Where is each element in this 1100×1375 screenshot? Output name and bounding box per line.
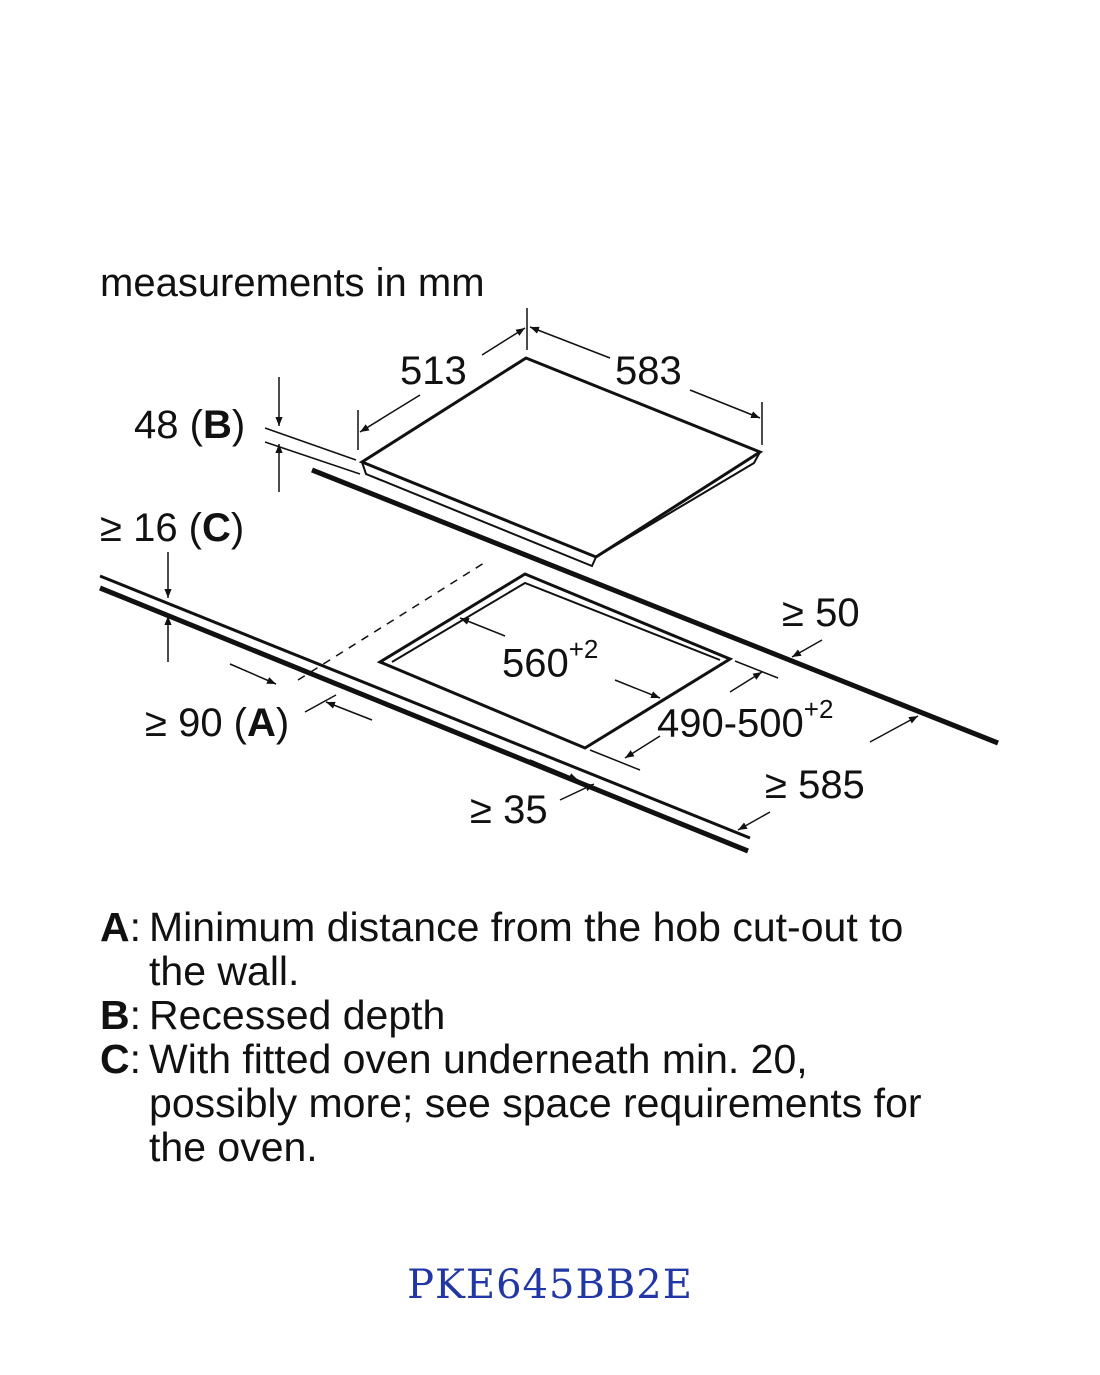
legend-key: B <box>100 992 130 1038</box>
recess-depth-key: B <box>202 403 232 447</box>
projection-line <box>297 562 485 681</box>
cutout-depth-tolerance: +2 <box>803 694 834 724</box>
dim-585-arrow-bottom <box>737 811 771 831</box>
legend-separator: : <box>129 1036 142 1082</box>
label-rear-distance: ≥ 50 <box>782 591 860 635</box>
cutout-width-tolerance: +2 <box>568 634 599 664</box>
dim-490-ext-right <box>734 660 779 679</box>
cutout-depth-value: 490-500 <box>657 701 804 746</box>
legend-separator: : <box>129 992 142 1038</box>
cutout-inner-edge <box>391 581 721 663</box>
dim-583-arrow-right <box>689 389 761 419</box>
wall-line-upper <box>99 574 751 840</box>
legend-entry-b: B: Recessed depth <box>100 993 929 1037</box>
hob-thickness <box>361 461 597 568</box>
label-recess-depth: 48 (B) <box>134 403 246 447</box>
worktop-back-edge <box>311 467 999 746</box>
legend-text: Recessed depth <box>149 992 446 1038</box>
label-hob-depth: 513 <box>400 349 467 393</box>
wall-distance-key: A <box>247 701 276 745</box>
dim-490-arrow-top <box>729 671 763 693</box>
label-cutout-width: 560+2 <box>502 636 598 686</box>
oven-gap-value: ≥ 16 <box>100 506 178 550</box>
dim-560-arrow-right <box>614 679 661 699</box>
dim-513-arrow-left <box>359 394 421 433</box>
dim-90-arrow-left <box>229 663 277 685</box>
legend-key: C <box>100 1036 130 1082</box>
dim-585-arrow-top <box>869 715 919 743</box>
units-caption: measurements in mm <box>100 261 485 305</box>
dim-90-leader <box>304 694 337 713</box>
model-number: PKE645BB2E <box>407 1262 693 1308</box>
label-cutout-depth: 490-500+2 <box>657 696 833 746</box>
cutout-outer <box>376 572 734 750</box>
label-wall-distance: ≥ 90 (A) <box>145 701 290 745</box>
oven-gap-key: C <box>202 506 231 550</box>
legend-text: With fitted oven underneath min. 20, pos… <box>149 1036 922 1170</box>
wall-distance-value: ≥ 90 <box>145 701 223 745</box>
label-hob-width: 583 <box>615 349 682 393</box>
dim-513-arrow-right <box>481 327 526 356</box>
dim-50-arrow <box>791 639 823 658</box>
legend-separator: : <box>129 904 142 950</box>
cutout-width-value: 560 <box>502 641 569 686</box>
dim-490-ext-left <box>589 749 641 771</box>
legend-key: A <box>100 904 130 950</box>
hob-side-thickness <box>595 451 761 558</box>
dim-90-arrow-right <box>325 701 373 721</box>
legend-entry-a: A: Minimum distance from the hob cut-out… <box>100 905 929 993</box>
dim-560-arrow-left <box>459 617 506 637</box>
legend: A: Minimum distance from the hob cut-out… <box>100 905 929 1169</box>
label-worktop-depth: ≥ 585 <box>765 763 865 807</box>
dim-583-arrow-left <box>529 326 611 359</box>
label-front-distance: ≥ 35 <box>470 788 548 832</box>
dim-48-ext-top <box>264 427 357 461</box>
dim-35-arrow-right <box>559 783 595 801</box>
legend-entry-c: C: With fitted oven underneath min. 20, … <box>100 1037 929 1169</box>
legend-text: Minimum distance from the hob cut-out to… <box>149 904 904 994</box>
dim-490-arrow-bottom <box>624 735 661 759</box>
wall-line-lower <box>99 585 749 854</box>
recess-depth-value: 48 <box>134 403 179 447</box>
dim-35-arrow-left <box>529 759 579 781</box>
label-oven-gap: ≥ 16 (C) <box>100 506 245 550</box>
